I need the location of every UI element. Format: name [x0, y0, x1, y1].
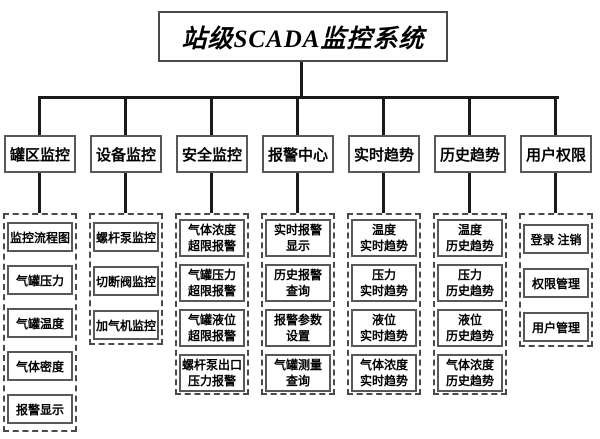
connector-branch-5 [382, 173, 385, 213]
connector-branch-6 [468, 173, 471, 213]
node-label: 报警参数 设置 [273, 312, 322, 343]
node-alarm-display: 报警显示 [7, 394, 73, 424]
node-label: 加气机监控 [95, 318, 156, 333]
group-user-permission: 登录 注销 权限管理 用户管理 [519, 213, 593, 347]
node-label: 气罐压力 [15, 273, 64, 288]
node-label: 用户管理 [531, 320, 580, 335]
connector-drop-1 [38, 96, 41, 135]
node-gas-concentration-history-trend: 气体浓度 历史趋势 [437, 354, 503, 392]
node-label: 气体浓度 超限报警 [187, 222, 236, 253]
node-label: 切断阀监控 [95, 274, 156, 289]
connector-branch-4 [296, 173, 299, 213]
node-level-realtime-trend: 液位 实时趋势 [351, 309, 417, 347]
node-label: 温度 历史趋势 [445, 222, 494, 253]
node-gas-dispenser-monitor: 加气机监控 [93, 310, 159, 340]
node-label: 历史报警 查询 [273, 267, 322, 298]
node-screw-pump-outlet-pressure-alarm: 螺杆泵出口 压力报警 [179, 354, 245, 392]
connector-branch-2 [124, 173, 127, 213]
node-temperature-history-trend: 温度 历史趋势 [437, 219, 503, 257]
node-level-history-trend: 液位 历史趋势 [437, 309, 503, 347]
node-label: 液位 实时趋势 [359, 312, 408, 343]
node-permission-management: 权限管理 [523, 268, 589, 298]
group-history-trend: 温度 历史趋势 压力 历史趋势 液位 历史趋势 气体浓度 历史趋势 [433, 213, 507, 395]
group-equipment: 螺杆泵监控 切断阀监控 加气机监控 [89, 213, 163, 345]
node-monitor-flowchart: 监控流程图 [7, 222, 73, 252]
connector-root-drop [300, 62, 303, 96]
connector-branch-1 [38, 173, 41, 213]
branch-safety-monitoring: 安全监控 [176, 135, 248, 173]
node-label: 压力 历史趋势 [445, 267, 494, 298]
branch-user-permission: 用户权限 [520, 135, 592, 173]
node-history-alarm-query: 历史报警 查询 [265, 264, 331, 302]
node-tank-level-limit-alarm: 气罐液位 超限报警 [179, 309, 245, 347]
node-tank-measurement-query: 气罐测量 查询 [265, 354, 331, 392]
node-pressure-realtime-trend: 压力 实时趋势 [351, 264, 417, 302]
node-label: 气体浓度 实时趋势 [359, 357, 408, 388]
root-title-label: 站级SCADA监控系统 [181, 25, 425, 53]
node-label: 气体浓度 历史趋势 [445, 357, 494, 388]
node-realtime-alarm-display: 实时报警 显示 [265, 219, 331, 257]
connector-drop-4 [296, 96, 299, 135]
branch-history-trend: 历史趋势 [434, 135, 506, 173]
node-temperature-realtime-trend: 温度 实时趋势 [351, 219, 417, 257]
node-tank-pressure: 气罐压力 [7, 265, 73, 295]
connector-drop-5 [382, 96, 385, 135]
node-label: 液位 历史趋势 [445, 312, 494, 343]
connector-drop-3 [210, 96, 213, 135]
node-pressure-history-trend: 压力 历史趋势 [437, 264, 503, 302]
node-screw-pump-monitor: 螺杆泵监控 [93, 222, 159, 252]
connector-drop-7 [554, 96, 557, 135]
node-user-management: 用户管理 [523, 312, 589, 342]
node-label: 实时报警 显示 [273, 222, 322, 253]
connector-bus [39, 96, 559, 99]
node-label: 登录 注销 [530, 232, 582, 247]
node-login-logout: 登录 注销 [523, 224, 589, 254]
node-gas-density: 气体密度 [7, 351, 73, 381]
node-gas-concentration-limit-alarm: 气体浓度 超限报警 [179, 219, 245, 257]
node-label: 报警显示 [15, 402, 64, 417]
node-gas-concentration-realtime-trend: 气体浓度 实时趋势 [351, 354, 417, 392]
node-label: 螺杆泵出口 压力报警 [181, 357, 242, 388]
node-tank-pressure-limit-alarm: 气罐压力 超限报警 [179, 264, 245, 302]
node-label: 气罐测量 查询 [273, 357, 322, 388]
group-safety: 气体浓度 超限报警 气罐压力 超限报警 气罐液位 超限报警 螺杆泵出口 压力报警 [175, 213, 249, 395]
node-label: 气罐液位 超限报警 [187, 312, 236, 343]
node-label: 压力 实时趋势 [359, 267, 408, 298]
connector-drop-6 [468, 96, 471, 135]
root-title-box: 站级SCADA监控系统 [158, 11, 448, 62]
node-label: 螺杆泵监控 [95, 230, 156, 245]
group-tank-area: 监控流程图 气罐压力 气罐温度 气体密度 报警显示 [3, 213, 77, 432]
node-shutoff-valve-monitor: 切断阀监控 [93, 266, 159, 296]
group-realtime-trend: 温度 实时趋势 压力 实时趋势 液位 实时趋势 气体浓度 实时趋势 [347, 213, 421, 395]
branch-realtime-trend: 实时趋势 [348, 135, 420, 173]
node-alarm-param-settings: 报警参数 设置 [265, 309, 331, 347]
connector-branch-3 [210, 173, 213, 213]
branch-alarm-center: 报警中心 [262, 135, 334, 173]
connector-branch-7 [554, 173, 557, 213]
node-label: 气体密度 [15, 359, 64, 374]
node-tank-temperature: 气罐温度 [7, 308, 73, 338]
node-label: 气罐温度 [15, 316, 64, 331]
node-label: 监控流程图 [9, 230, 70, 245]
group-alarm-center: 实时报警 显示 历史报警 查询 报警参数 设置 气罐测量 查询 [261, 213, 335, 395]
node-label: 温度 实时趋势 [359, 222, 408, 253]
node-label: 气罐压力 超限报警 [187, 267, 236, 298]
branch-equipment-monitoring: 设备监控 [90, 135, 162, 173]
branch-tank-area-monitoring: 罐区监控 [4, 135, 76, 173]
connector-drop-2 [124, 96, 127, 135]
node-label: 权限管理 [531, 276, 580, 291]
